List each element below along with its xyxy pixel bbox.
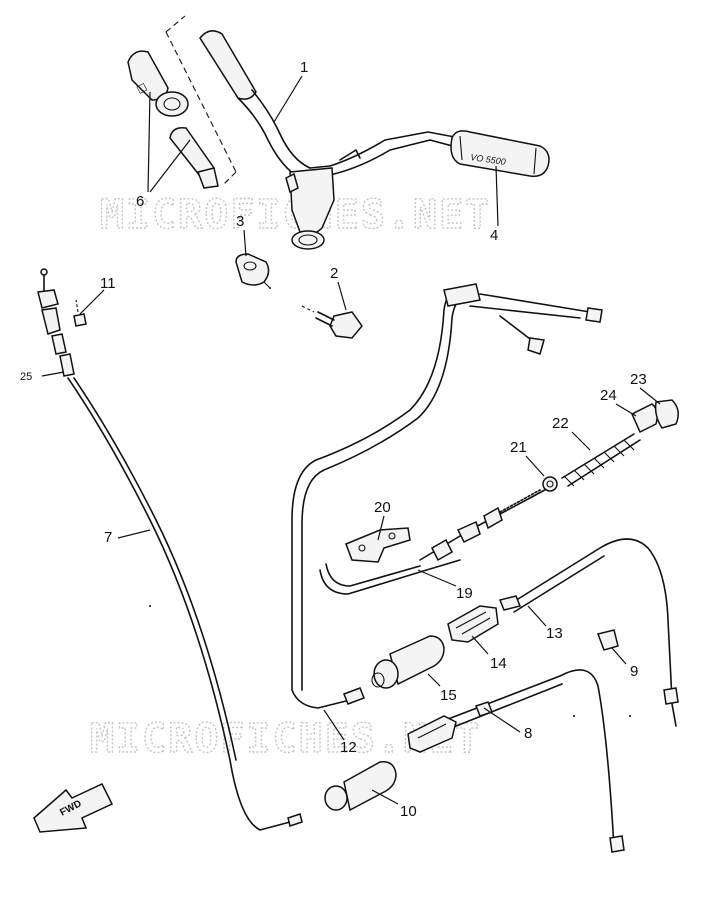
bolt [301, 305, 363, 339]
cap-and-sleeve [631, 399, 679, 434]
callout-23: 23 [630, 371, 647, 388]
grip-marking: VO 5500 [470, 152, 507, 167]
callout-19: 19 [456, 585, 473, 602]
collar [235, 253, 271, 289]
callout-3: 3 [236, 213, 244, 230]
callout-1: 1 [300, 59, 308, 76]
callout-25: 25 [20, 371, 32, 383]
specks [149, 287, 631, 717]
cable-13 [498, 538, 679, 727]
cylinder-15 [371, 635, 445, 689]
leader-lines [41, 75, 661, 805]
throttle-cable [37, 268, 303, 831]
callout-24: 24 [600, 387, 617, 404]
cable-loop [291, 283, 603, 709]
callout-14: 14 [490, 655, 507, 672]
callouts: 1 2 3 4 6 7 8 9 10 11 12 13 14 15 19 20 … [20, 59, 647, 820]
cylinder-10 [324, 761, 397, 812]
plunger-assembly [419, 433, 641, 562]
cable-8 [407, 669, 625, 853]
switch-14 [447, 605, 499, 643]
callout-11: 11 [100, 275, 116, 292]
callout-2: 2 [330, 265, 338, 282]
bracket [345, 527, 411, 563]
left-grip-set: ☐ [127, 15, 237, 189]
callout-4: 4 [490, 227, 498, 244]
bushing-9 [597, 629, 619, 651]
callout-15: 15 [440, 687, 457, 704]
callout-13: 13 [546, 625, 563, 642]
callout-22: 22 [552, 415, 569, 432]
screw-11 [73, 299, 87, 327]
callout-20: 20 [374, 499, 391, 516]
callout-6: 6 [136, 193, 144, 210]
callout-12: 12 [340, 739, 357, 756]
callout-9: 9 [630, 663, 638, 680]
callout-21: 21 [510, 439, 527, 456]
callout-7: 7 [104, 529, 112, 546]
callout-8: 8 [524, 725, 532, 742]
forward-arrow: FWD [33, 783, 114, 833]
handlebar [199, 30, 461, 250]
right-grip: VO 5500 [450, 130, 550, 178]
callout-10: 10 [400, 803, 417, 820]
